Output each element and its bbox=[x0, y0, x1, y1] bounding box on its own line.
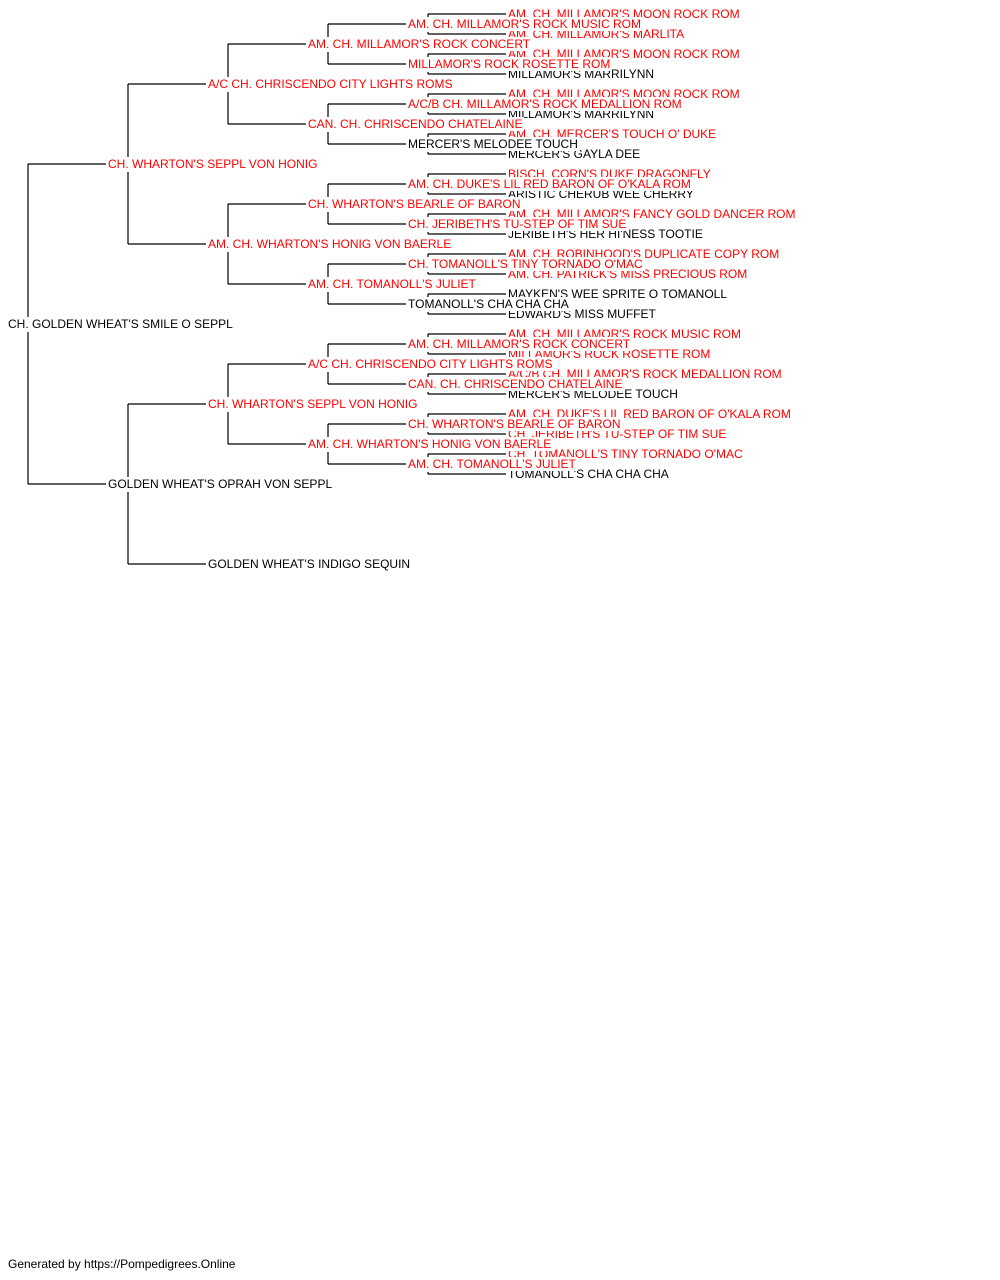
pedigree-entry-gen4-sire: CH. TOMANOLL'S TINY TORNADO O'MAC bbox=[408, 257, 645, 271]
pedigree-entry-gen2-sire: A/C CH. CHRISCENDO CITY LIGHTS ROMS bbox=[208, 77, 455, 91]
pedigree-entry-gen4-dam: MILLAMOR'S ROCK ROSETTE ROM bbox=[408, 57, 613, 71]
pedigree-entry-gen1-dam: GOLDEN WHEAT'S OPRAH VON SEPPL bbox=[108, 477, 335, 491]
pedigree-entry-gen4-sire: AM. CH. MILLAMOR'S ROCK CONCERT bbox=[408, 337, 633, 351]
pedigree-entry-gen2-dam: AM. CH. WHARTON'S HONIG VON BAERLE bbox=[208, 237, 454, 251]
pedigree-entry-gen2-sire: CH. WHARTON'S SEPPL VON HONIG bbox=[208, 397, 420, 411]
pedigree-entry-gen2-dam: GOLDEN WHEAT'S INDIGO SEQUIN bbox=[208, 557, 413, 571]
pedigree-entry-gen3-dam: CAN. CH. CHRISCENDO CHATELAINE bbox=[308, 117, 525, 131]
generator-credit: Generated by https://Pompedigrees.Online bbox=[8, 1257, 236, 1271]
pedigree-entry-gen4-dam: MERCER'S MELODEE TOUCH bbox=[408, 137, 580, 151]
pedigree-entry-gen4-dam: CAN. CH. CHRISCENDO CHATELAINE bbox=[408, 377, 625, 391]
pedigree-entry-gen3-dam: AM. CH. WHARTON'S HONIG VON BAERLE bbox=[308, 437, 554, 451]
pedigree-entry-gen4-sire: CH. WHARTON'S BEARLE OF BARON bbox=[408, 417, 623, 431]
pedigree-entry-gen4-sire: AM. CH. DUKE'S LIL RED BARON OF O'KALA R… bbox=[408, 177, 693, 191]
pedigree-entry-gen4-sire: AM. CH. MILLAMOR'S ROCK MUSIC ROM bbox=[408, 17, 643, 31]
pedigree-entry-gen3-dam: AM. CH. TOMANOLL'S JULIET bbox=[308, 277, 478, 291]
pedigree-entry-gen4-dam: TOMANOLL'S CHA CHA CHA bbox=[408, 297, 571, 311]
pedigree-entry-gen4-sire: A/C/B CH. MILLAMOR'S ROCK MEDALLION ROM bbox=[408, 97, 684, 111]
pedigree-entry-gen3-sire: AM. CH. MILLAMOR'S ROCK CONCERT bbox=[308, 37, 533, 51]
pedigree-entry-gen4-dam: CH. JERIBETH'S TU-STEP OF TIM SUE bbox=[408, 217, 629, 231]
pedigree-entry-gen1-sire: CH. WHARTON'S SEPPL VON HONIG bbox=[108, 157, 320, 171]
pedigree-entry-gen4-dam: AM. CH. TOMANOLL'S JULIET bbox=[408, 457, 578, 471]
pedigree-entry-gen3-sire: A/C CH. CHRISCENDO CITY LIGHTS ROMS bbox=[308, 357, 555, 371]
pedigree-entry-gen3-sire: CH. WHARTON'S BEARLE OF BARON bbox=[308, 197, 523, 211]
pedigree-entry-gen0-subject: CH. GOLDEN WHEAT'S SMILE O SEPPL bbox=[8, 317, 235, 331]
